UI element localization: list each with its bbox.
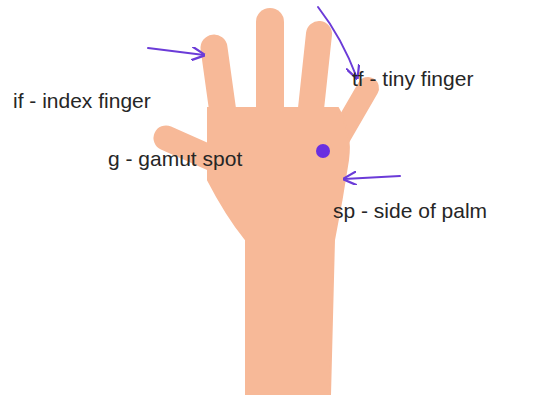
ring-finger [310,34,319,118]
pointer-arrow [344,176,400,179]
part-label: if - index finger [13,88,151,113]
part-label: tf - tiny finger [352,66,473,91]
gamut-spot-dot [316,144,330,158]
part-label: sp - side of palm [333,198,487,223]
pointer-arrow [148,48,204,55]
part-label: g - gamut spot [108,146,242,171]
middle-finger [256,22,284,115]
pointer-arrow [318,7,357,78]
